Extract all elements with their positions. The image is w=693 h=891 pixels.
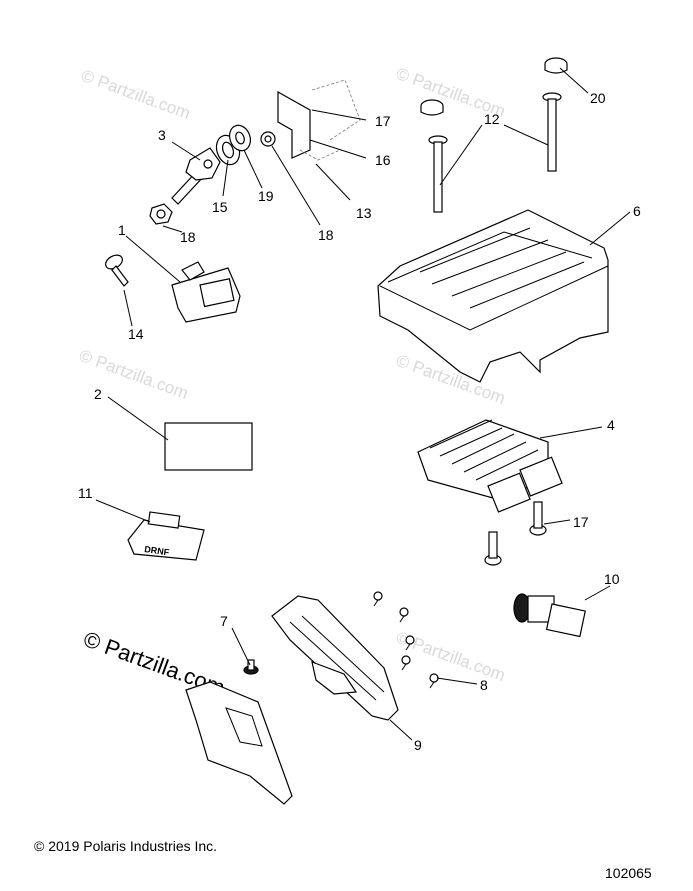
copyright-text: © 2019 Polaris Industries Inc. <box>34 838 218 854</box>
part-8-screw <box>429 673 439 689</box>
part-17-bolt <box>529 501 547 536</box>
callout-17: 17 <box>573 514 589 530</box>
callout-13: 13 <box>356 205 372 221</box>
callout-3: 3 <box>158 127 166 143</box>
callout-1: 1 <box>118 222 126 238</box>
part-11-switch: DRNF <box>127 511 205 561</box>
callout-10: 10 <box>604 571 620 587</box>
callout-16: 16 <box>375 152 391 168</box>
part-18-nut <box>260 131 276 147</box>
part-14-screw <box>105 254 129 287</box>
callout-14: 14 <box>128 326 144 342</box>
part-18-nut <box>149 203 173 225</box>
callout-8: 8 <box>480 677 488 693</box>
part-2-label <box>164 422 253 471</box>
callout-12: 12 <box>484 111 500 127</box>
diagram-code: 102065 <box>605 865 652 881</box>
part-7-screw <box>243 659 259 675</box>
part-12-bolt <box>542 92 562 172</box>
callout-7: 7 <box>220 613 228 629</box>
part-8-screw <box>373 591 383 607</box>
part-8-screw <box>399 607 409 623</box>
part-20-cap <box>420 99 444 116</box>
callouts: 3 15 19 18 17 16 13 18 1 14 12 20 6 4 17… <box>78 90 641 753</box>
callout-17: 17 <box>375 113 391 129</box>
callout-2: 2 <box>94 386 102 402</box>
part-9-ecu <box>271 595 399 721</box>
callout-18: 18 <box>318 227 334 243</box>
ecu-bracket <box>185 681 293 805</box>
part-3-sensor <box>171 147 221 205</box>
callout-6: 6 <box>633 203 641 219</box>
part-17-bolt <box>484 531 502 566</box>
callout-19: 19 <box>258 188 274 204</box>
part-6-cover <box>377 209 609 383</box>
watermark: © Partzilla.com <box>79 66 193 123</box>
part-4-regulator <box>417 419 563 513</box>
part-19-gasket <box>229 124 251 152</box>
part-16-bracket <box>277 79 361 161</box>
part-20-cap <box>544 57 568 74</box>
callout-9: 9 <box>414 737 422 753</box>
leader-lines <box>95 67 631 741</box>
callout-4: 4 <box>607 417 615 433</box>
switch-label: DRNF <box>144 544 171 557</box>
callout-11: 11 <box>78 485 93 501</box>
part-8-screw <box>405 635 415 651</box>
part-8-screw <box>401 655 411 671</box>
callout-18: 18 <box>180 229 196 245</box>
part-10-sensor <box>513 593 586 638</box>
callout-15: 15 <box>212 199 228 215</box>
part-12-bolt <box>428 135 448 213</box>
part-1-sensor <box>171 261 241 323</box>
callout-20: 20 <box>590 90 606 106</box>
